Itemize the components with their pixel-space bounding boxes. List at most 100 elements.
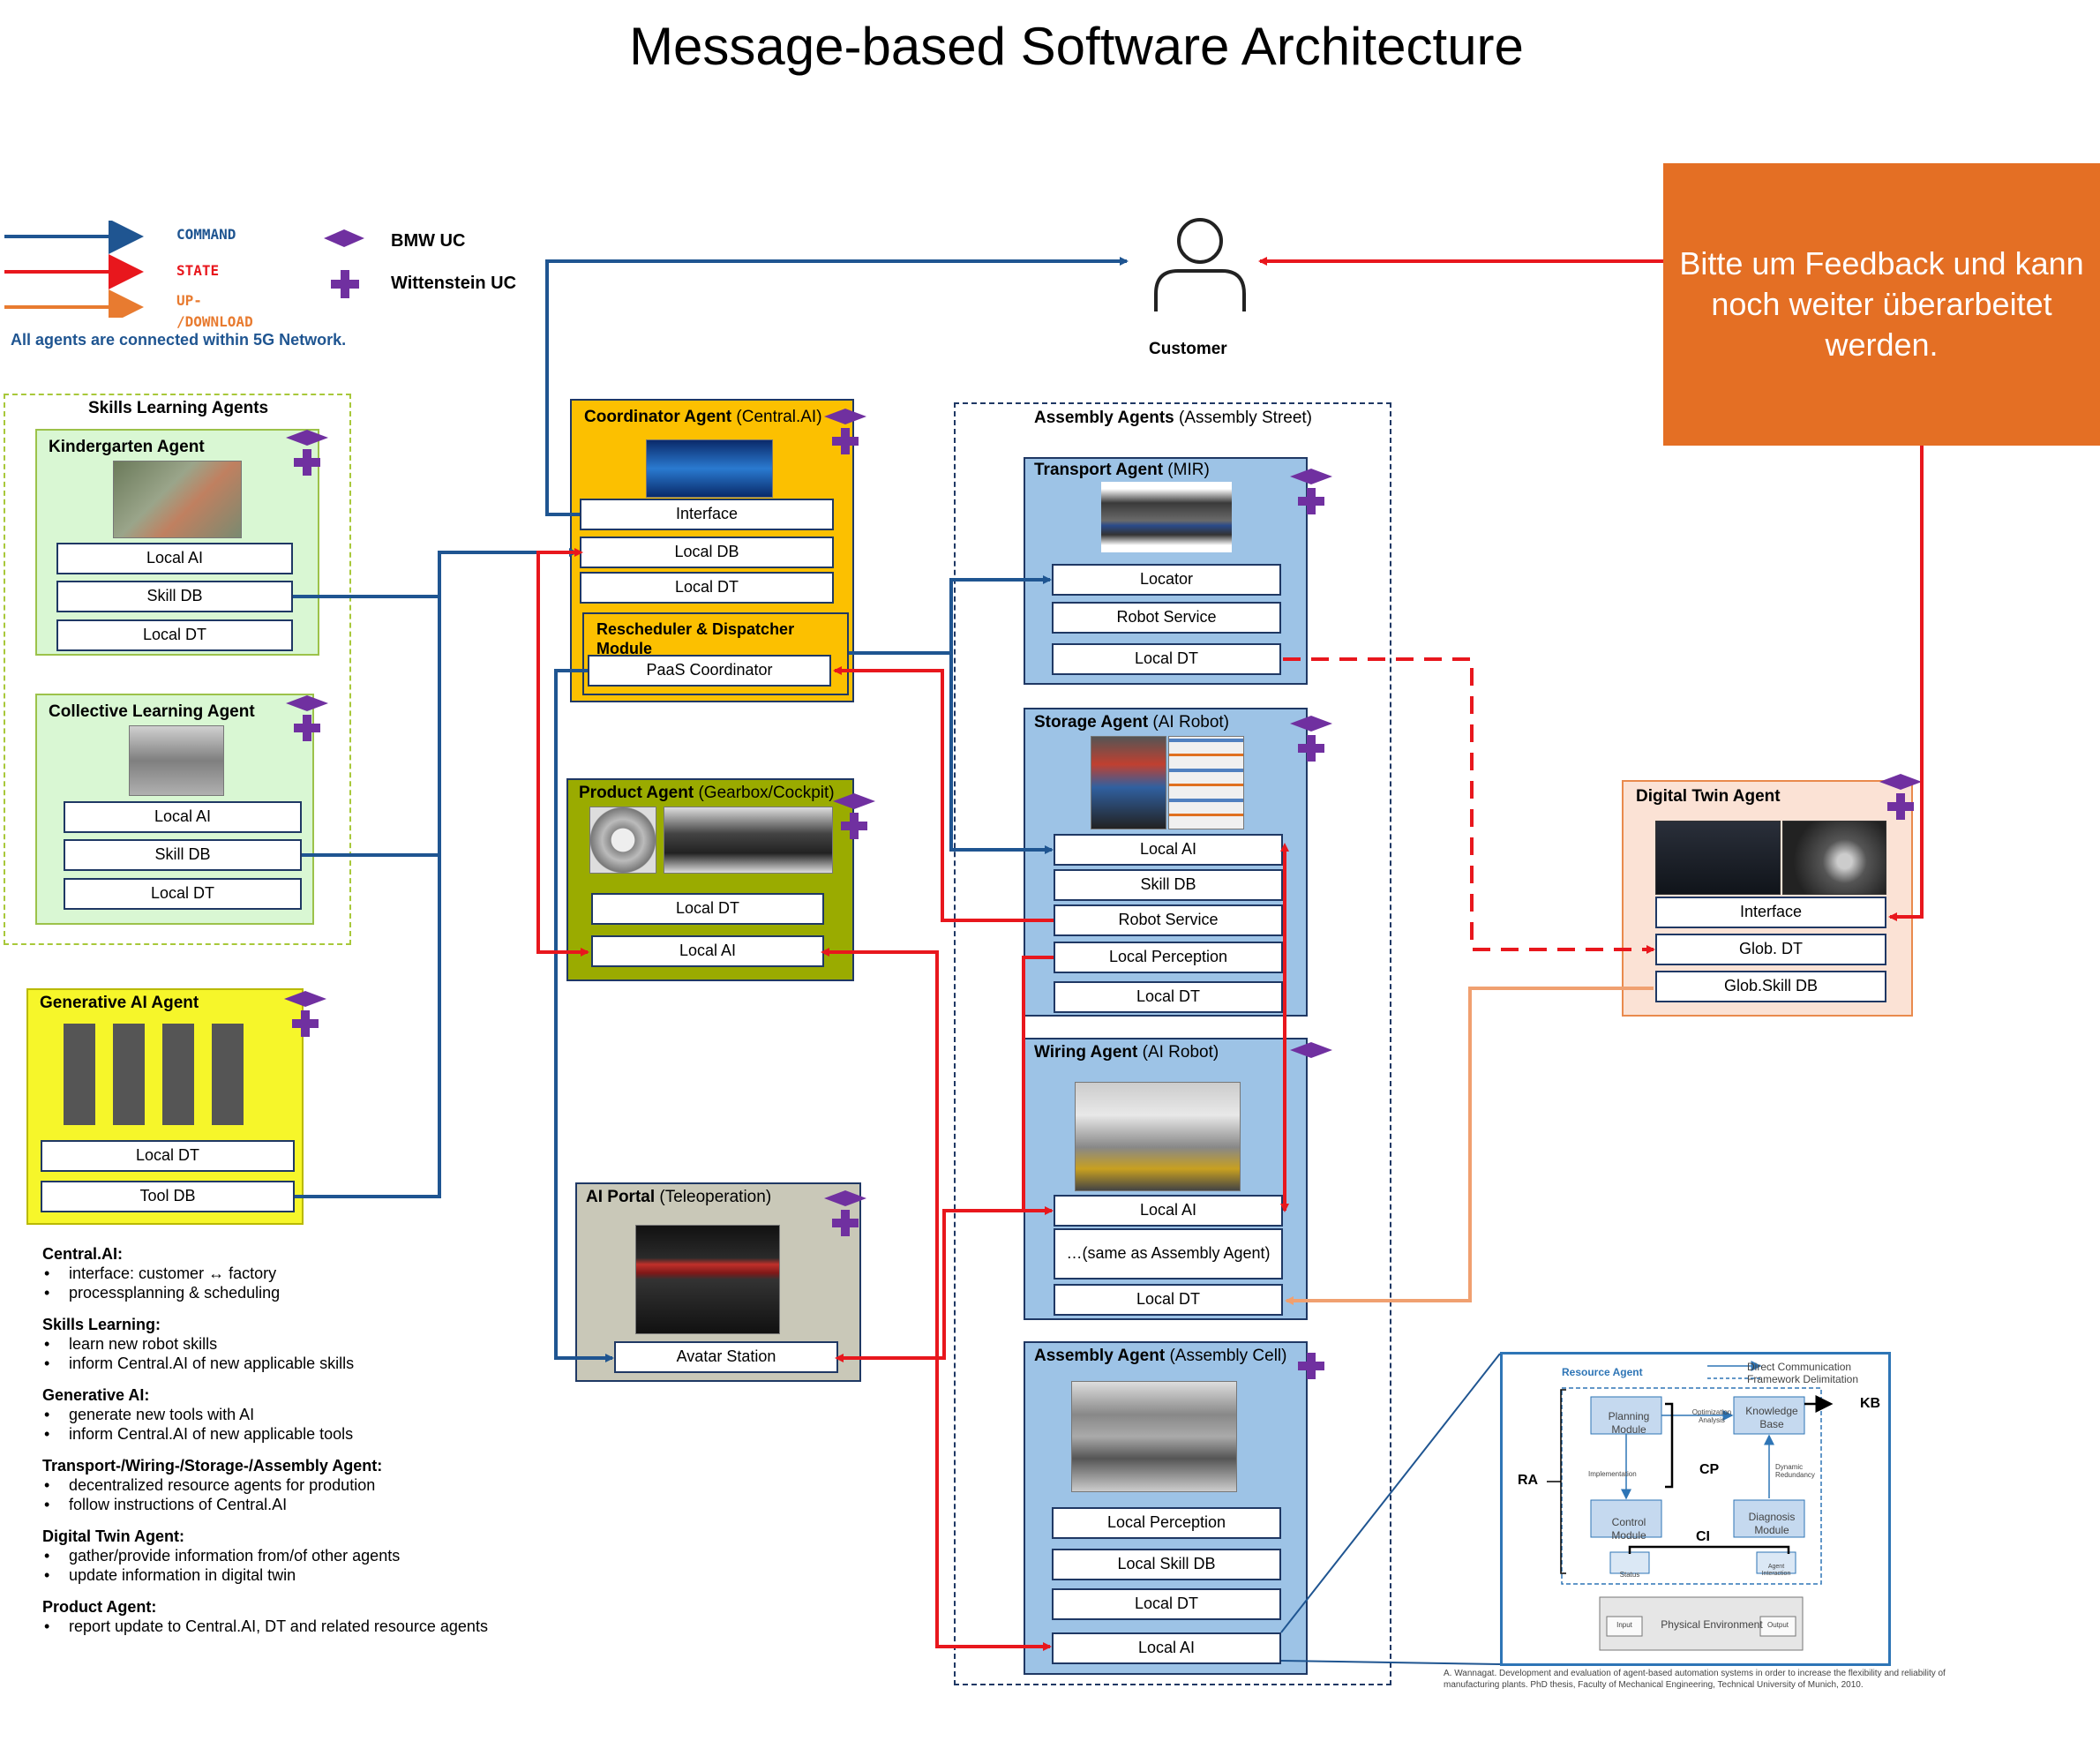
person-icon <box>1154 218 1246 311</box>
network-note: All agents are connected within 5G Netwo… <box>11 331 347 349</box>
wiring-image <box>1075 1082 1241 1191</box>
product-bmw-uc-icon <box>833 793 875 809</box>
state-line-storage-paas <box>833 666 1054 922</box>
kindergarten-local-dt: Local DT <box>56 619 293 651</box>
ref-physical: Physical Environment <box>1661 1618 1763 1631</box>
portal-title: AI Portal (Teleoperation) <box>586 1188 772 1206</box>
legend-uc-icons <box>324 229 364 298</box>
avatar-station: Avatar Station <box>614 1341 838 1373</box>
assembly-local-skill-db: Local Skill DB <box>1052 1549 1281 1580</box>
digital-twin-glob-skill-db: Glob.Skill DB <box>1655 971 1886 1002</box>
description-item: decentralized resource agents for produt… <box>44 1475 536 1495</box>
state-line-perception-storage <box>1022 956 1054 1211</box>
product-wittenstein-uc-icon-bar <box>841 822 867 830</box>
description-item: inform Central.AI of new applicable tool… <box>44 1424 536 1444</box>
agent-interaction-shape <box>1756 1551 1796 1574</box>
state-line-product-assembly <box>821 948 1052 1651</box>
storage-bmw-uc-icon <box>1290 716 1332 732</box>
storage-wittenstein-uc-icon-bar <box>1298 744 1324 753</box>
legend-command: COMMAND <box>176 226 236 243</box>
ref-ci: CI <box>1696 1529 1710 1544</box>
coordinator-image <box>646 439 773 498</box>
assembly-group-title: Assembly Agents (Assembly Street) <box>1034 409 1313 427</box>
storage-local-perception: Local Perception <box>1054 942 1283 973</box>
transport-wittenstein-uc-icon-bar <box>1298 497 1324 506</box>
description-item: update information in digital twin <box>44 1565 536 1585</box>
description-heading: Transport-/Wiring-/Storage-/Assembly Age… <box>42 1457 383 1475</box>
kindergarten-local-ai: Local AI <box>56 543 293 574</box>
kindergarten-wittenstein-uc-icon-bar <box>294 458 320 467</box>
command-line-storage <box>949 653 1054 854</box>
description-item: inform Central.AI of new applicable skil… <box>44 1354 536 1373</box>
storage-skill-db: Skill DB <box>1054 869 1283 901</box>
digital-twin-glob-dt: Glob. DT <box>1655 934 1886 965</box>
coordinator-local-dt: Local DT <box>580 572 834 604</box>
ref-kb: KB <box>1860 1396 1881 1411</box>
storage-shelf-image <box>1168 736 1244 829</box>
ref-cp: CP <box>1699 1462 1720 1477</box>
reference-line-2 <box>1280 1660 1501 1665</box>
bmw-uc-icon <box>324 229 364 247</box>
ref-knowledge: Knowledge Base <box>1745 1405 1798 1430</box>
transport-title: Transport Agent (MIR) <box>1034 461 1210 479</box>
feedback-note: Bitte um Feedback und kann noch weiter ü… <box>1663 163 2100 446</box>
description-heading: Skills Learning: <box>42 1316 161 1333</box>
product-local-ai: Local AI <box>591 935 824 967</box>
generative-bmw-uc-icon <box>284 991 326 1007</box>
coordinator-bmw-uc-icon <box>824 409 866 424</box>
ref-input: Input <box>1616 1621 1632 1629</box>
kindergarten-image <box>113 461 242 538</box>
digital-twin-image-left <box>1655 821 1781 895</box>
status-shape <box>1609 1551 1650 1574</box>
description-item: interface: customer ↔ factory <box>44 1264 536 1283</box>
ref-optimization: Optimization Analysis <box>1691 1408 1732 1424</box>
coordinator-interface: Interface <box>580 499 834 530</box>
collective-bmw-uc-icon <box>286 695 328 711</box>
coordinator-local-db: Local DB <box>580 537 834 568</box>
state-line-coordinator-product <box>536 548 589 957</box>
description-item: learn new robot skills <box>44 1334 536 1354</box>
storage-robot-image <box>1091 736 1166 829</box>
ref-legend-direct: Direct Communication <box>1747 1361 1852 1373</box>
ref-ra: RA <box>1518 1473 1539 1488</box>
ref-output: Output <box>1766 1621 1789 1629</box>
ref-implementation: Implementation <box>1588 1470 1637 1478</box>
product-title: Product Agent (Gearbox/Cockpit) <box>579 784 835 802</box>
ref-control: Control Module <box>1611 1516 1646 1542</box>
state-line-portal <box>835 1206 1054 1362</box>
product-local-dt: Local DT <box>591 893 824 925</box>
state-line-feedback-customer <box>1888 446 1924 921</box>
description-heading: Product Agent: <box>42 1598 157 1616</box>
control-module-shape <box>1590 1499 1662 1538</box>
ref-title: Resource Agent <box>1562 1366 1643 1378</box>
legend-bmw-uc: BMW UC <box>391 231 466 251</box>
planning-module-shape <box>1590 1396 1662 1435</box>
wiring-local-ai: Local AI <box>1054 1195 1283 1227</box>
transport-local-dt: Local DT <box>1052 643 1281 675</box>
assembly-local-perception: Local Perception <box>1052 1507 1281 1539</box>
command-line-generative <box>295 855 441 1198</box>
ref-legend-framework: Framework Delimitation <box>1747 1373 1859 1385</box>
diagnosis-module-shape <box>1733 1499 1805 1538</box>
collective-image <box>129 725 224 796</box>
assembly-wittenstein-uc-icon-bar <box>1298 1362 1324 1370</box>
ref-dynamic: Dynamic Redundancy <box>1775 1463 1815 1479</box>
cockpit-image <box>664 807 833 874</box>
generative-title: Generative AI Agent <box>40 994 199 1012</box>
coordinator-title: Coordinator Agent (Central.AI) <box>584 408 822 426</box>
page-title: Message-based Software Architecture <box>629 17 1524 76</box>
digital-twin-bmw-uc-icon <box>1879 774 1922 790</box>
digital-twin-image-right <box>1782 821 1886 895</box>
wiring-local-dt: Local DT <box>1054 1284 1283 1316</box>
state-line-transport-dt <box>1283 657 1655 954</box>
storage-local-ai: Local AI <box>1054 834 1283 866</box>
collective-title: Collective Learning Agent <box>49 702 255 721</box>
legend-arrows <box>4 221 144 318</box>
transport-bmw-uc-icon <box>1290 469 1332 484</box>
command-line-portal <box>554 669 614 1362</box>
generative-tool-db: Tool DB <box>41 1181 295 1212</box>
wiring-same-as-assembly: …(same as Assembly Agent) <box>1054 1228 1283 1279</box>
kindergarten-skill-db: Skill DB <box>56 581 293 612</box>
digital-twin-wittenstein-uc-icon-bar <box>1887 802 1914 811</box>
updownload-line <box>1285 987 1654 1305</box>
